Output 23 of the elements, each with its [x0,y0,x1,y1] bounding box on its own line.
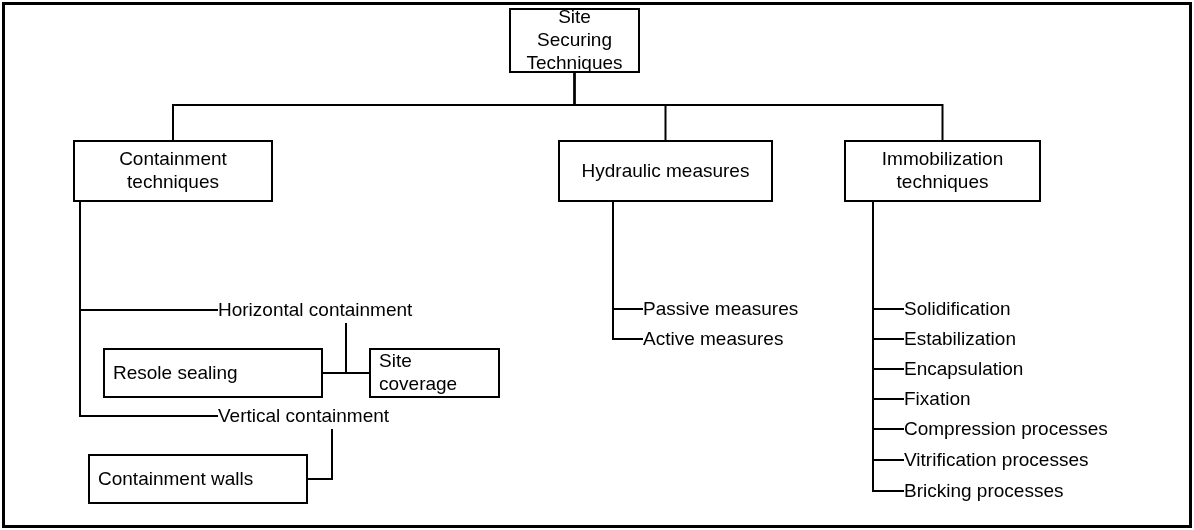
item-label: Vitrification processes [904,447,1168,473]
item-label: Passive measures [643,296,833,322]
item-label: Active measures [643,326,833,352]
category-box: Containment techniques [73,140,273,202]
connector-line [612,201,644,340]
item-label: Horizontal containment [218,297,478,323]
category-box: Site coverage [369,348,500,398]
connector-line [573,72,944,141]
item-label: Compression processes [904,416,1168,442]
item-label: Solidification [904,296,1104,322]
item-label: Encapsulation [904,356,1104,382]
connector-line [307,428,333,480]
category-box: Immobilization techniques [844,140,1041,202]
item-label: Vertical containment [218,403,458,429]
category-box: Site Securing Techniques [509,8,640,73]
category-box: Resole sealing [103,348,323,398]
category-box: Hydraulic measures [558,140,773,202]
item-label: Fixation [904,386,1104,412]
connector-line [79,201,219,417]
item-label: Estabilization [904,326,1104,352]
category-box: Containment walls [88,454,308,504]
item-label: Bricking processes [904,478,1168,504]
connector-line [345,322,370,374]
